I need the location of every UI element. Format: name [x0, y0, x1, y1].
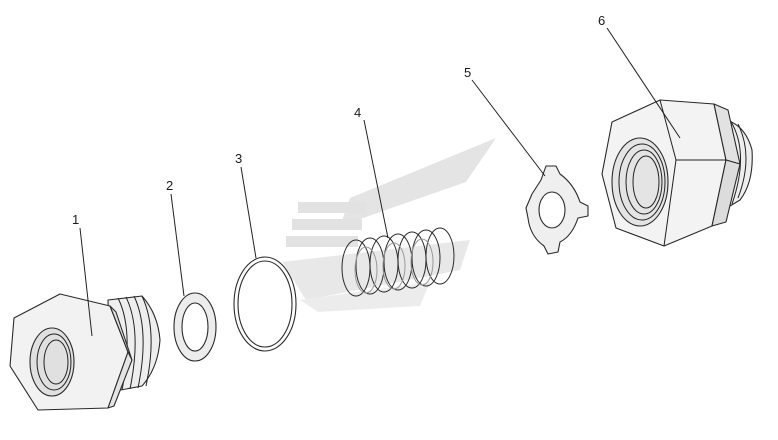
- part-5-number: 5: [464, 65, 471, 80]
- part-2-washer: 2: [166, 178, 217, 362]
- part-1-number: 1: [72, 212, 79, 227]
- part-1-leader-line: [79, 227, 93, 337]
- part-5-leader-line: [471, 79, 546, 177]
- part-3-leader-line: [240, 166, 257, 259]
- part-4-leader-line: [363, 119, 389, 239]
- part-3-o-ring: 3: [233, 151, 297, 352]
- part-6-number: 6: [598, 13, 605, 28]
- part-5-lock-washer: 5: [464, 65, 589, 255]
- part-6-leader-line: [606, 27, 681, 139]
- part-4-number: 4: [354, 105, 361, 120]
- part-3-number: 3: [235, 151, 242, 166]
- part-1-hex-nut-fitting: 1: [9, 212, 161, 411]
- part-4-spring: 4: [341, 105, 455, 297]
- part-6-hex-union-nut: 6: [598, 13, 753, 247]
- part-2-leader-line: [170, 193, 185, 297]
- part-2-number: 2: [166, 178, 173, 193]
